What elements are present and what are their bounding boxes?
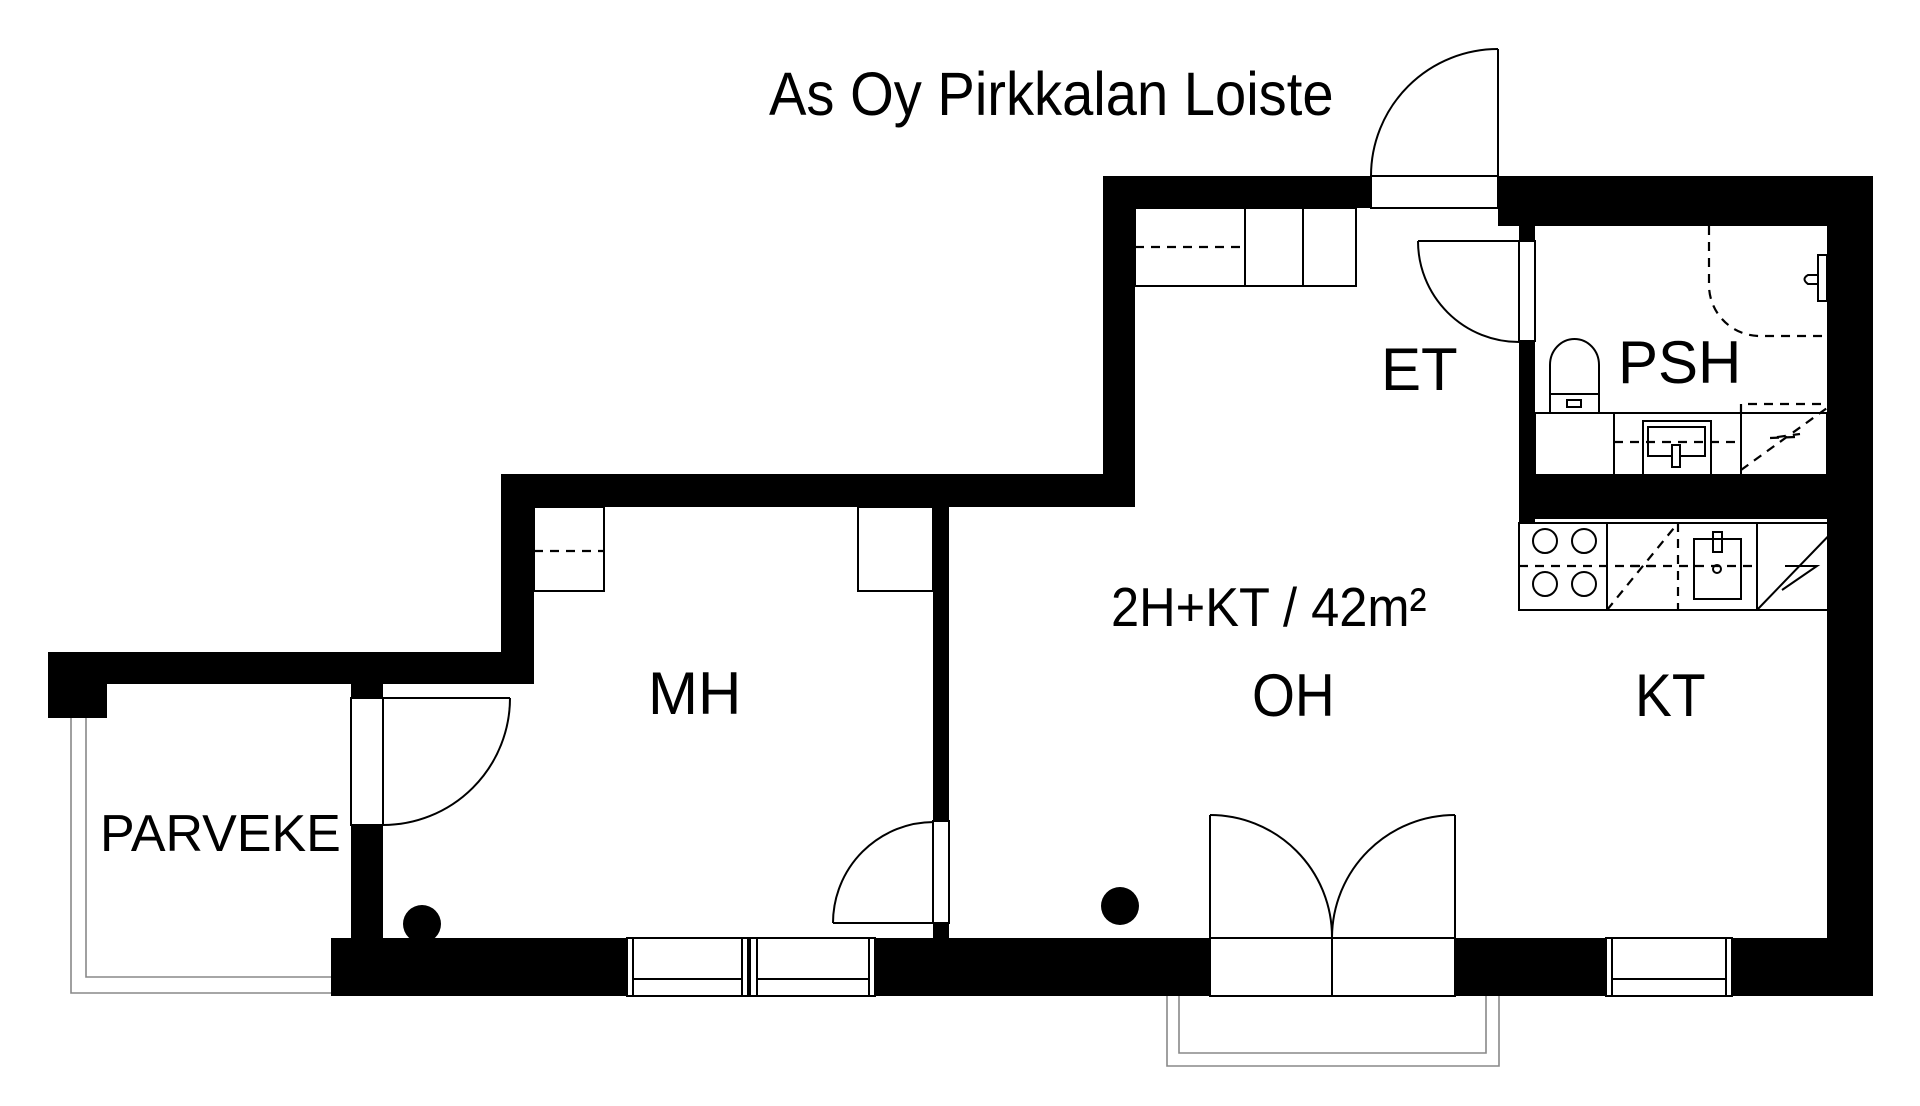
entrance-door: [1370, 48, 1499, 209]
room-label-psh: PSH: [1618, 329, 1742, 396]
french-doors: [1209, 814, 1456, 997]
entry-closets: [1134, 207, 1357, 287]
building-title: As Oy Pirkkalan Loiste: [769, 60, 1334, 128]
room-label-oh: OH: [1252, 662, 1335, 729]
apartment-summary: 2H+KT / 42m²: [1111, 576, 1427, 638]
bathroom-fixtures: [1534, 226, 1828, 476]
bedroom-closets: [533, 506, 934, 592]
bathroom-door: [1417, 240, 1536, 343]
railings: [70, 718, 1500, 1067]
room-label-kt: KT: [1635, 662, 1706, 729]
room-label-mh: MH: [648, 660, 742, 727]
column-dot-oh: [1101, 887, 1139, 925]
walls: [48, 176, 1873, 996]
room-label-parveke: PARVEKE: [100, 805, 341, 863]
kitchen-counter: [1518, 522, 1841, 611]
windows: [626, 937, 1733, 997]
bedroom-door: [832, 820, 950, 924]
room-label-et: ET: [1381, 336, 1458, 403]
balcony-door: [350, 697, 511, 826]
column-dot-mh: [403, 905, 441, 943]
